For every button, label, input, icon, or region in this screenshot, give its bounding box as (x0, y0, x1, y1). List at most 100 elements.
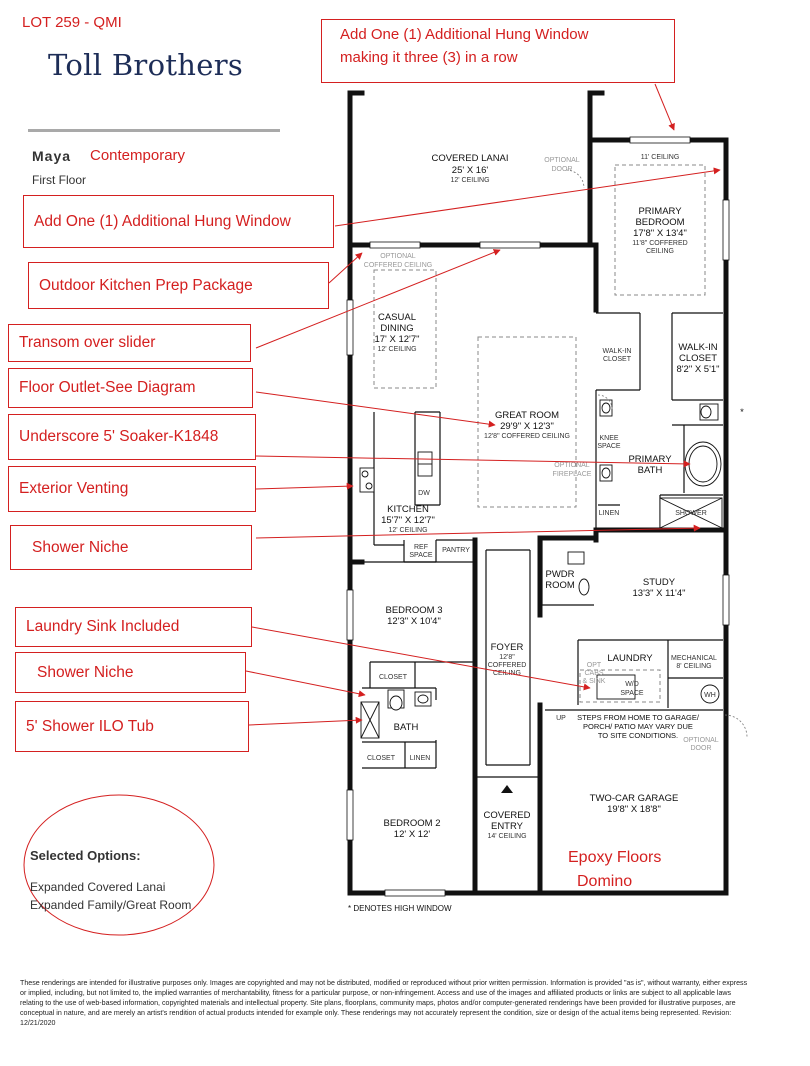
callout-shower-niche-1: Shower Niche (10, 525, 252, 570)
room-labels: COVERED LANAI 25' X 16' 12' CEILING OPTI… (364, 153, 744, 840)
opt-cabs-2: CABS (584, 670, 603, 677)
callout-floor-outlet: Floor Outlet-See Diagram (8, 368, 253, 408)
cd-dims: 17' X 12'7" (374, 334, 419, 345)
callout-laundry-sink: Laundry Sink Included (15, 607, 252, 647)
steps-note-2: PORCH/ PATIO MAY VARY DUE (583, 722, 693, 731)
entry-ceiling: 14' CEILING (487, 833, 526, 840)
dashed-outlines (373, 164, 706, 703)
selected-option-item: Expanded Family/Great Room (30, 898, 192, 912)
door-swings (565, 169, 748, 738)
fixtures (359, 399, 723, 739)
opt-door-garage-1: OPTIONAL (683, 737, 719, 744)
header-divider (28, 129, 280, 132)
model-name: Maya (32, 148, 72, 164)
callout-three-windows: Add One (1) Additional Hung Window makin… (321, 19, 675, 83)
foyer-name: FOYER (491, 642, 524, 653)
steps-note-3: TO SITE CONDITIONS. (598, 731, 678, 740)
foyer-ceiling1: COFFERED (488, 662, 527, 669)
wic-large-2: CLOSET (679, 353, 717, 364)
closet-b2: CLOSET (367, 755, 396, 762)
cd-line2: DINING (380, 323, 413, 334)
wic-large-dims: 8'2" X 5'1" (676, 364, 719, 375)
pb-ceiling1: 11'8" COFFERED (632, 240, 687, 247)
wd-2: SPACE (620, 690, 644, 697)
opt-coffered-1: OPTIONAL (380, 253, 416, 260)
shower-primary: SHOWER (675, 510, 707, 517)
foyer-dims: 12'8" (499, 654, 515, 661)
pwdr-1: PWDR (545, 569, 574, 580)
high-window-note: * DENOTES HIGH WINDOW (348, 904, 452, 913)
gr-ceiling: 12'8" COFFERED CEILING (484, 433, 570, 440)
disclaimer: These renderings are intended for illust… (20, 979, 748, 1028)
entry-1: COVERED (484, 810, 531, 821)
opt-fireplace-1: OPTIONAL (554, 462, 590, 469)
mech-ceiling: 8' CEILING (676, 663, 711, 670)
b2-dims: 12' X 12' (394, 829, 431, 840)
mech-name: MECHANICAL (671, 655, 717, 662)
opt-cabs-3: & SINK (583, 678, 606, 685)
high-window-marker: * (740, 407, 744, 418)
garage-name: TWO-CAR GARAGE (590, 793, 679, 804)
wic-large-1: WALK-IN (678, 342, 717, 353)
entry-arrow (501, 785, 513, 793)
pbath-2: BATH (638, 465, 663, 476)
pb-ceiling-top: 11' CEILING (641, 154, 680, 161)
opt-coffered-2: COFFERED CEILING (364, 262, 432, 269)
study-name: STUDY (643, 577, 676, 588)
style-label: Contemporary (90, 147, 186, 164)
callout-transom: Transom over slider (8, 324, 251, 362)
pb-line1: PRIMARY (638, 206, 682, 217)
opt-door-top-1: OPTIONAL (544, 157, 580, 164)
ref-2: SPACE (409, 552, 433, 559)
selected-option-item: Expanded Covered Lanai (30, 880, 166, 894)
callout-venting: Exterior Venting (8, 466, 256, 512)
laundry-label: LAUNDRY (607, 653, 653, 664)
gr-dims: 29'9" X 12'3" (500, 421, 554, 432)
wh-label: WH (704, 692, 716, 699)
callout-three-windows-line2: making it three (3) in a row (340, 48, 518, 66)
wic-small-1: WALK-IN (603, 348, 632, 355)
entry-2: ENTRY (491, 821, 524, 832)
annotation-arrows (245, 83, 721, 726)
ref-1: REF (414, 544, 428, 551)
floor-label: First Floor (32, 173, 86, 187)
opt-cabs-1: OPT (587, 662, 602, 669)
pb-line2: BEDROOM (635, 217, 684, 228)
opt-door-garage-2: DOOR (691, 745, 712, 752)
lanai-ceiling: 12' CEILING (450, 177, 489, 184)
garage-dims: 19'8" X 18'8" (607, 804, 661, 815)
steps-note-1: STEPS FROM HOME TO GARAGE/ (577, 713, 700, 722)
knee-1: KNEE (599, 435, 618, 442)
callout-shower-niche-2: Shower Niche (15, 652, 246, 693)
wd-1: W/D (625, 681, 639, 688)
cd-ceiling: 12' CEILING (377, 346, 416, 353)
b3-name: BEDROOM 3 (385, 605, 442, 616)
knee-2: SPACE (597, 443, 621, 450)
windows (346, 136, 730, 897)
study-dims: 13'3" X 11'4" (633, 588, 686, 599)
wic-small-2: CLOSET (603, 356, 632, 363)
brand-logo: Toll Brothers (48, 48, 244, 82)
closet-b3: CLOSET (379, 674, 408, 681)
pantry-label: PANTRY (442, 547, 470, 554)
kitchen-name: KITCHEN (387, 504, 429, 515)
lanai-name: COVERED LANAI (431, 153, 508, 164)
lanai-dims: 25' X 16' (452, 165, 489, 176)
linen-primary: LINEN (599, 510, 620, 517)
domino-note: Domino (577, 873, 633, 890)
callout-outdoor-kitchen: Outdoor Kitchen Prep Package (28, 262, 329, 309)
callout-add-window: Add One (1) Additional Hung Window (23, 195, 334, 248)
kitchen-ceiling: 12' CEILING (388, 527, 427, 534)
lot-label: LOT 259 - QMI (22, 14, 122, 31)
b3-dims: 12'3" X 10'4" (387, 616, 441, 627)
dw-label: DW (418, 490, 430, 497)
pb-dims: 17'8" X 13'4" (633, 228, 687, 239)
bath-label: BATH (394, 722, 419, 733)
cd-line1: CASUAL (378, 312, 416, 323)
pbath-1: PRIMARY (628, 454, 672, 465)
selected-options-title: Selected Options: (30, 848, 141, 863)
callout-soaker: Underscore 5' Soaker-K1848 (8, 414, 256, 460)
gr-name: GREAT ROOM (495, 410, 559, 421)
pb-ceiling2: CEILING (646, 248, 674, 255)
